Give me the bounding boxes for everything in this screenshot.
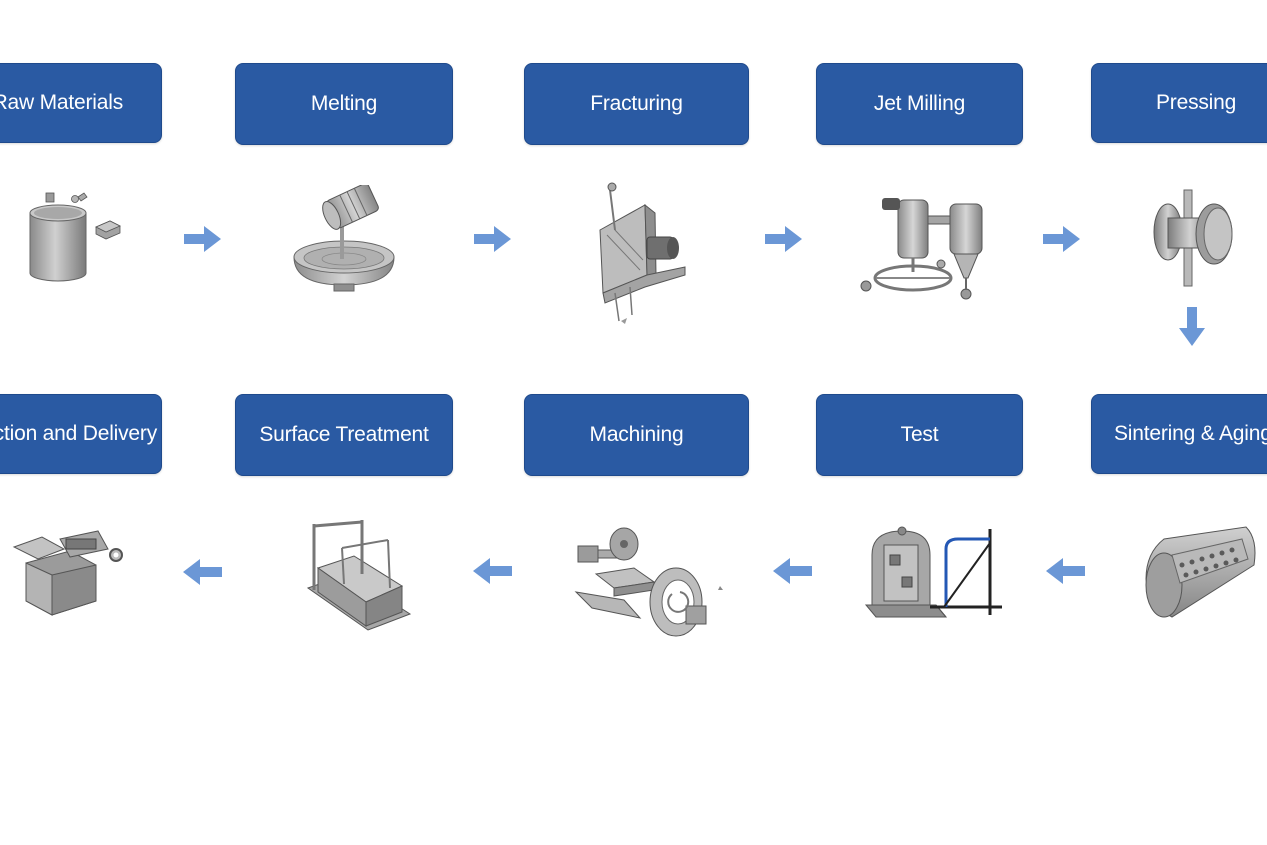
step-label: Pressing — [1156, 91, 1237, 114]
jet-mill-icon — [860, 198, 983, 300]
fracturing-machine-icon — [599, 182, 686, 324]
press-icon — [1153, 189, 1233, 287]
raw-materials-icon — [29, 192, 121, 282]
step-surface-treatment: Surface Treatment — [235, 394, 453, 476]
step-label: Machining — [589, 423, 684, 446]
step-melting: Melting — [235, 63, 453, 145]
step-machining: Machining — [524, 394, 749, 476]
arrow-right-icon — [1043, 226, 1080, 252]
step-raw-materials: Raw Materials — [0, 63, 162, 143]
machining-icon — [574, 527, 723, 637]
step-label: Sintering & Aging — [1114, 422, 1267, 445]
step-label: Jet Milling — [873, 92, 966, 115]
tester-icon — [864, 526, 1002, 618]
step-label: Inspection and Delivery — [0, 422, 157, 445]
step-label: Melting — [310, 92, 378, 115]
arrow-right-icon — [474, 226, 511, 252]
packaging-box-icon — [12, 530, 123, 616]
melting-furnace-icon — [293, 185, 395, 292]
arrow-left-icon — [183, 559, 222, 585]
step-jet-milling: Jet Milling — [816, 63, 1023, 145]
step-pressing: Pressing — [1091, 63, 1267, 143]
step-label: Test — [900, 423, 939, 446]
arrow-left-icon — [473, 558, 512, 584]
step-inspection-and-delivery: Inspection and Delivery — [0, 394, 162, 474]
step-label: Surface Treatment — [259, 423, 429, 446]
step-sintering-and-aging: Sintering & Aging — [1091, 394, 1267, 474]
arrow-left-icon — [773, 558, 812, 584]
step-test: Test — [816, 394, 1023, 476]
surface-treatment-tank-icon — [306, 520, 412, 631]
step-fracturing: Fracturing — [524, 63, 749, 145]
arrow-left-icon — [1046, 558, 1085, 584]
sintering-furnace-icon — [1145, 526, 1256, 618]
step-label: Raw Materials — [0, 91, 123, 114]
arrow-right-icon — [765, 226, 802, 252]
arrow-down-icon — [1179, 307, 1205, 346]
arrow-right-icon — [184, 226, 221, 252]
step-label: Fracturing — [590, 92, 683, 115]
